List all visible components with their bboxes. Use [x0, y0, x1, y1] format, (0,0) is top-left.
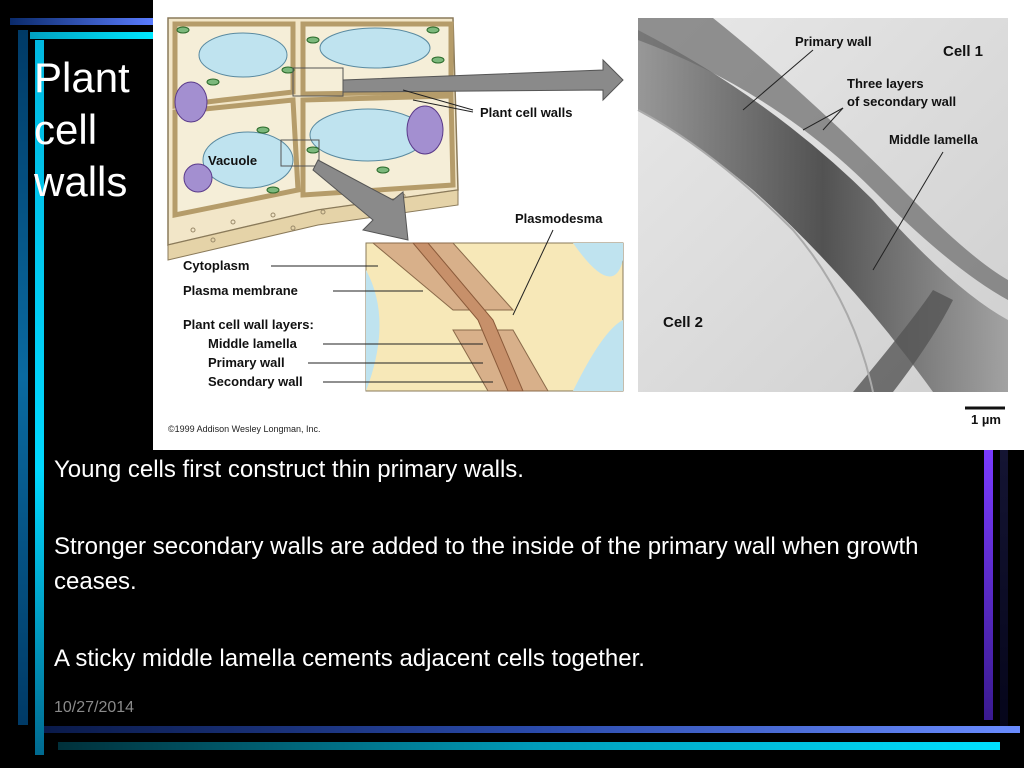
- frame-bar-bottom-blue: [44, 726, 1020, 733]
- micrograph-three-layers-2: of secondary wall: [847, 94, 956, 109]
- micrograph-cell-2: Cell 2: [663, 314, 703, 331]
- label-secondary-wall: Secondary wall: [208, 374, 303, 389]
- electron-micrograph: [637, 18, 1008, 393]
- label-cytoplasm: Cytoplasm: [183, 258, 249, 273]
- label-wall-layers: Plant cell wall layers:: [183, 317, 314, 332]
- micrograph-cell-1: Cell 1: [943, 43, 983, 60]
- cell-block-drawing: [167, 17, 624, 261]
- figure-panel: Vacuole Plant cell walls Plasmodesma Cyt…: [153, 0, 1024, 450]
- frame-bar-left-outer: [18, 30, 28, 725]
- frame-bar-top-cyan: [30, 32, 153, 39]
- paragraph-secondary-walls: Stronger secondary walls are added to th…: [54, 533, 919, 595]
- micrograph-middle-lamella: Middle lamella: [889, 132, 979, 147]
- wall-detail-drawing: [365, 242, 624, 392]
- label-plasmodesma: Plasmodesma: [515, 211, 603, 226]
- micrograph-scale: 1 µm: [971, 412, 1001, 427]
- cell-wall-illustration: Vacuole Plant cell walls Plasmodesma Cyt…: [167, 17, 1008, 434]
- micrograph-three-layers-1: Three layers: [847, 76, 924, 91]
- label-plasma-membrane: Plasma membrane: [183, 283, 298, 298]
- paragraph-middle-lamella: A sticky middle lamella cements adjacent…: [54, 645, 645, 672]
- frame-bar-right-purple: [984, 450, 993, 720]
- frame-bar-top: [10, 18, 153, 25]
- frame-bar-right-dark: [1000, 450, 1008, 730]
- body-text: Young cells first construct thin primary…: [54, 452, 954, 718]
- frame-bar-bottom-cyan: [58, 742, 1000, 750]
- micrograph-primary-wall: Primary wall: [795, 34, 872, 49]
- label-plant-cell-walls: Plant cell walls: [480, 105, 573, 120]
- frame-bar-left-inner: [35, 40, 44, 755]
- label-primary-wall: Primary wall: [208, 355, 285, 370]
- label-vacuole: Vacuole: [208, 153, 257, 168]
- slide-title: Plant cell walls: [34, 54, 130, 205]
- figure-copyright: ©1999 Addison Wesley Longman, Inc.: [168, 424, 321, 434]
- slide-date: 10/27/2014: [54, 699, 135, 716]
- paragraph-primary-walls: Young cells first construct thin primary…: [54, 456, 524, 483]
- label-middle-lamella: Middle lamella: [208, 336, 298, 351]
